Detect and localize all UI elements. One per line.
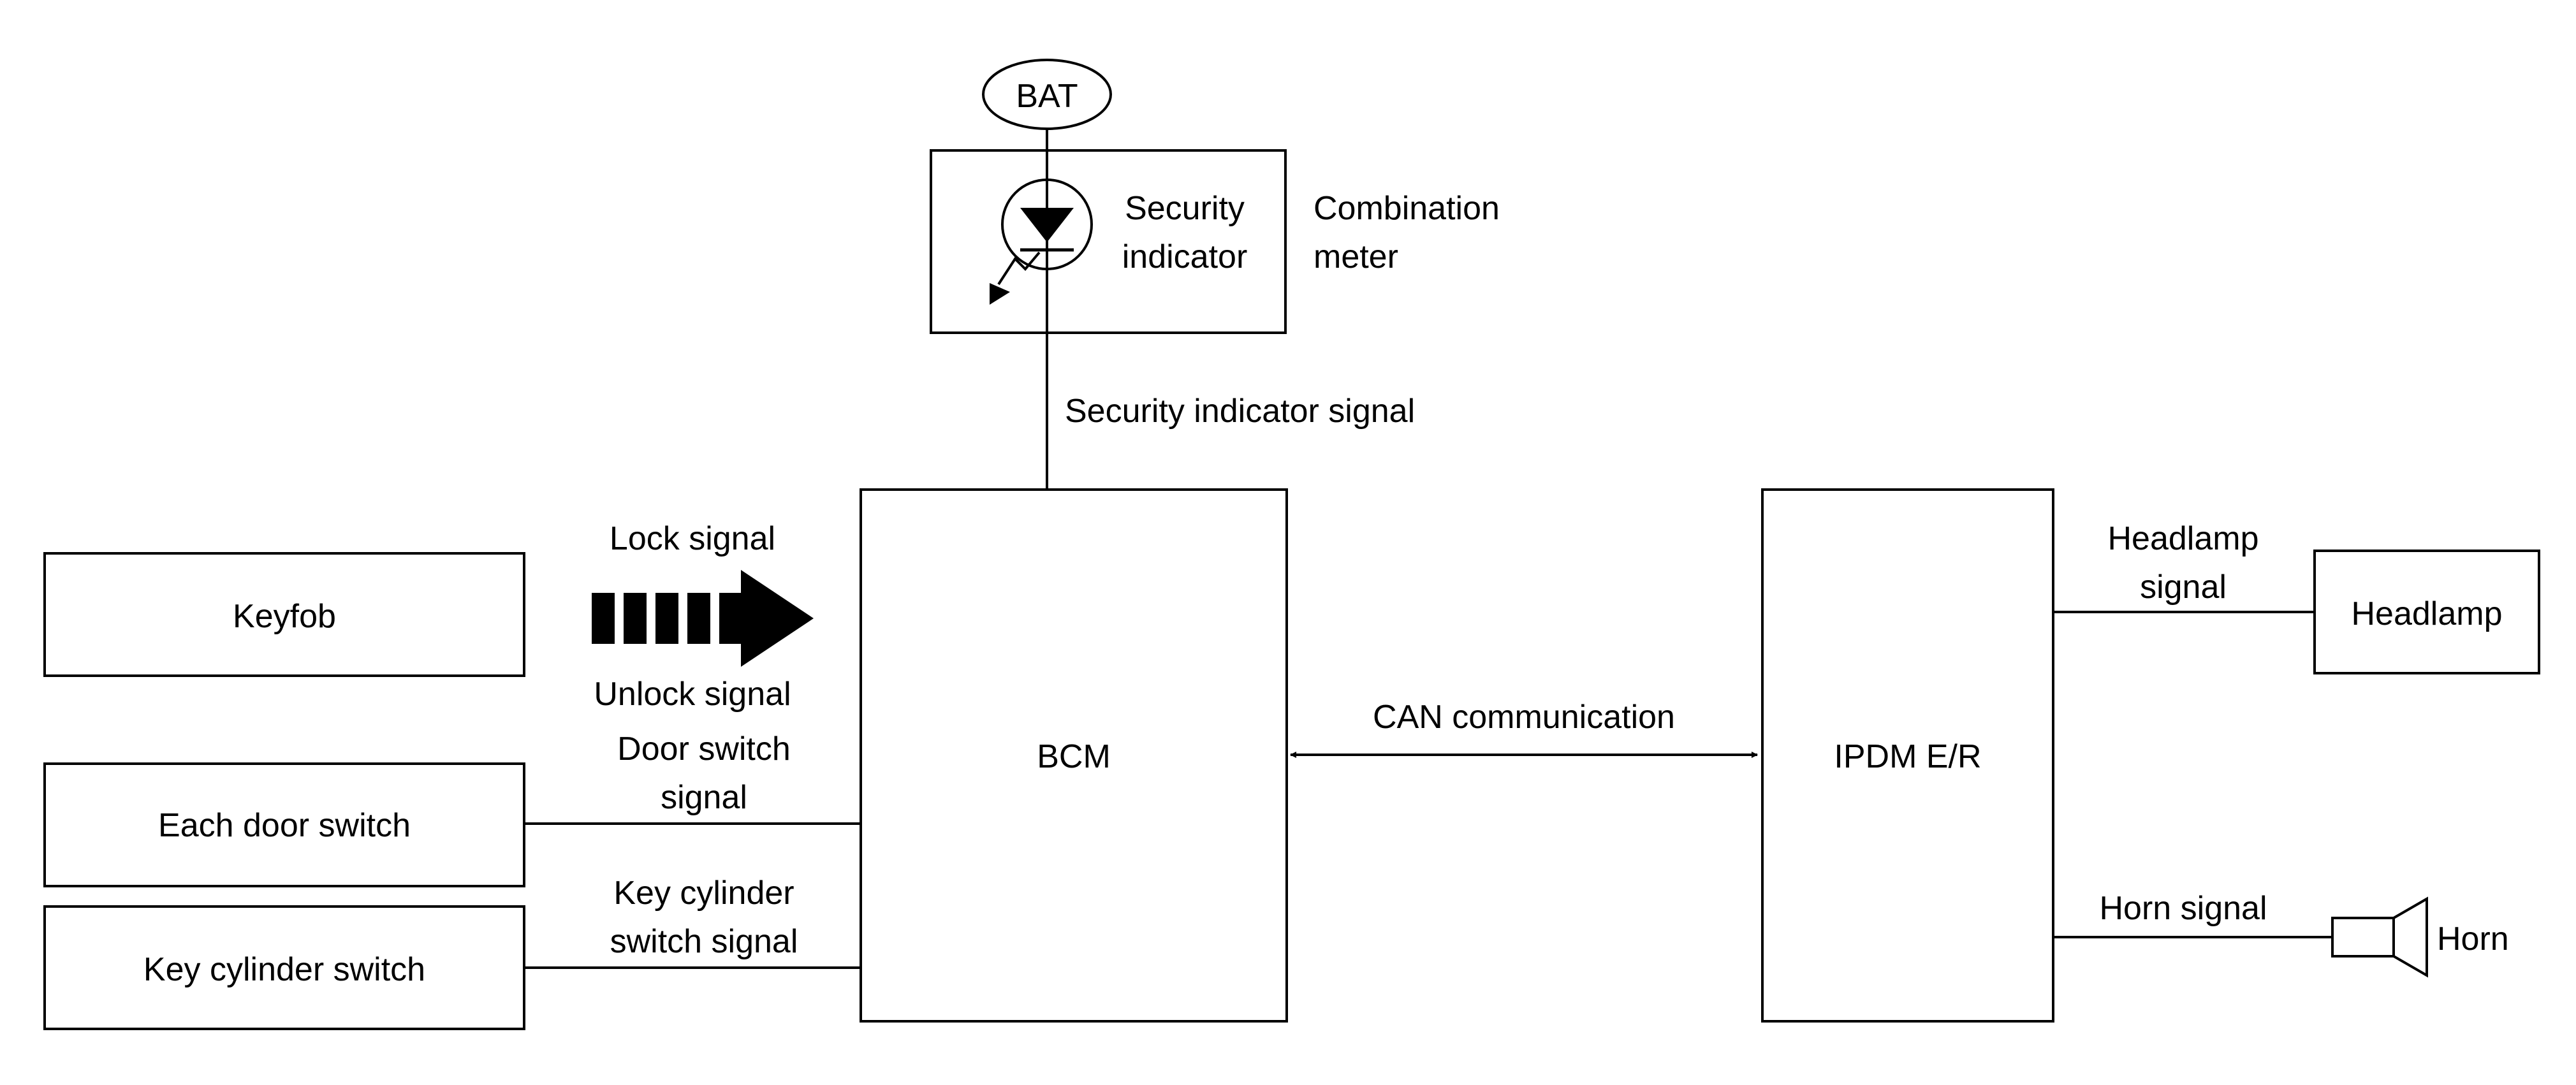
headlamp-signal-line1: Headlamp — [2107, 520, 2258, 557]
led-emission-arrowhead-icon — [990, 283, 1010, 305]
door-switch-signal-line2: signal — [661, 779, 747, 816]
combination-meter-label-line1: Combination — [1314, 190, 1500, 227]
key-cylinder-signal-line1: Key cylinder — [613, 875, 794, 912]
combination-meter-label-line2: meter — [1314, 238, 1398, 275]
bcm-label: BCM — [1037, 738, 1111, 775]
ipdm-box — [1761, 488, 2054, 1023]
keyfob-label: Keyfob — [233, 598, 336, 635]
horn-label: Horn — [2437, 921, 2509, 958]
security-indicator-label-line1: Security — [1125, 190, 1245, 227]
horn-body — [2331, 917, 2395, 958]
key-cylinder-label: Key cylinder switch — [143, 951, 425, 988]
security-indicator-label-line2: indicator — [1122, 238, 1248, 275]
led-diode-icon — [1020, 208, 1074, 242]
horn-signal-label: Horn signal — [2099, 890, 2267, 927]
door-switch-label: Each door switch — [158, 807, 411, 844]
key-cylinder-signal-line2: switch signal — [610, 923, 798, 960]
headlamp-signal-line2: signal — [2140, 569, 2227, 606]
unlock-signal-label: Unlock signal — [594, 676, 791, 713]
keyfob-box — [43, 552, 525, 677]
lock-unlock-arrow-icon — [592, 570, 814, 667]
combination-meter-box — [930, 149, 1287, 334]
door-switch-signal-line1: Door switch — [617, 731, 791, 768]
security-led-circle — [1001, 178, 1093, 270]
headlamp-label: Headlamp — [2351, 595, 2502, 632]
lock-signal-label: Lock signal — [610, 520, 775, 557]
bcm-box — [860, 488, 1288, 1023]
led-emission-arrow-icon — [997, 251, 1041, 286]
ipdm-label: IPDM E/R — [1834, 738, 1981, 775]
horn-icon — [2392, 896, 2428, 978]
security-indicator-signal-label: Security indicator signal — [1065, 393, 1415, 430]
bat-label: BAT — [1016, 78, 1078, 115]
can-communication-label: CAN communication — [1373, 699, 1675, 736]
